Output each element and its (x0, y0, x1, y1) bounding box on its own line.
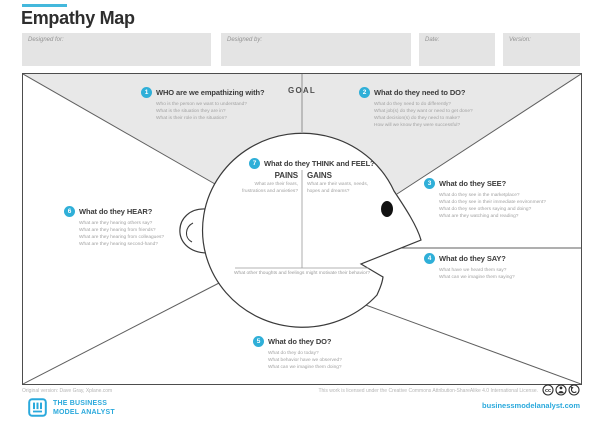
section-question: What do they see others saying and doing… (439, 207, 532, 212)
section-number-badge: 5 (253, 336, 264, 347)
section-title: WHO are we empathizing with? (156, 88, 265, 97)
section-title: What do they DO? (268, 337, 332, 346)
title-accent-bar (22, 4, 67, 7)
brand-line-1: THE BUSINESS (53, 400, 108, 407)
license-text: This work is licensed under the Creative… (318, 388, 538, 394)
section-title: What do they THINK and FEEL? (264, 159, 375, 168)
think-feel-bottom-question: What other thoughts and feelings might m… (234, 271, 370, 276)
empathy-map-canvas: GOAL 1 WHO are we empathizing with? Who … (22, 73, 582, 385)
field-version-label: Version: (509, 37, 531, 43)
section-question: What are they watching and reading? (439, 214, 519, 219)
section-number-badge: 4 (424, 253, 435, 264)
section-title: What do they HEAR? (79, 207, 153, 216)
field-date-label: Date: (425, 37, 440, 43)
field-date[interactable]: Date: (419, 33, 495, 66)
section-title: What do they SEE? (439, 179, 507, 188)
section-title: What do they need to DO? (374, 88, 466, 97)
eye-shape (381, 201, 393, 217)
section-question: What is the situation they are in? (156, 109, 226, 114)
section-question: What job(s) do they want or need to get … (374, 109, 473, 114)
pains-question: What are their fears, frustrations and a… (242, 182, 298, 194)
section-question: What can we imagine them saying? (439, 275, 515, 280)
section-do: 5 What do they DO? What do they do today… (253, 336, 342, 371)
section-see: 3 What do they SEE? What do they see in … (424, 178, 546, 220)
section-question: What is their role in the situation? (156, 116, 227, 121)
section-question: What do they see in their immediate envi… (439, 200, 546, 205)
section-question: What do they do today? (268, 351, 319, 356)
section-think-feel: 7 What do they THINK and FEEL? (249, 158, 375, 169)
field-designed-by[interactable]: Designed by: (221, 33, 411, 66)
section-question: What are they hearing second-hand? (79, 242, 158, 247)
gains-label: GAINS (307, 171, 332, 180)
field-designed-for[interactable]: Designed for: (22, 33, 211, 66)
inner-ear-line (186, 222, 194, 243)
goal-label: GOAL (288, 86, 316, 95)
section-question: How will we know they were successful? (374, 123, 461, 128)
section-question: What are they hearing from friends? (79, 228, 156, 233)
sharealike-icon (568, 384, 580, 396)
section-question: What decision(s) do they need to make? (374, 116, 460, 121)
cc-icon: cc (542, 384, 554, 396)
attribution-icon (555, 384, 567, 396)
original-version-credit: Original version: Dave Gray, Xplane.com (22, 388, 113, 394)
gains-block: GAINS What are their wants, needs, hopes… (307, 171, 379, 195)
section-title: What do they SAY? (439, 254, 506, 263)
pains-block: PAINS What are their fears, frustrations… (230, 171, 298, 195)
section-question: What do they need to do differently? (374, 102, 451, 107)
section-number-badge: 3 (424, 178, 435, 189)
brand-wordmark: THE BUSINESS MODEL ANALYST (53, 400, 115, 417)
section-question: What can we imagine them doing? (268, 365, 342, 370)
section-hear: 6 What do they HEAR? What are they heari… (64, 206, 164, 248)
section-say: 4 What do they SAY? What have we heard t… (424, 253, 515, 281)
canvas-artwork (23, 74, 581, 384)
gains-question: What are their wants, needs, hopes and d… (307, 182, 369, 194)
section-question: What do they see in the marketplace? (439, 193, 520, 198)
brand-line-2: MODEL ANALYST (53, 408, 115, 416)
section-need-to-do: 2 What do they need to DO? What do they … (359, 87, 473, 129)
section-number-badge: 6 (64, 206, 75, 217)
section-number-badge: 7 (249, 158, 260, 169)
field-version[interactable]: Version: (503, 33, 580, 66)
section-question: What are they hearing from colleagues? (79, 235, 165, 240)
section-who: 1 WHO are we empathizing with? Who is th… (141, 87, 265, 122)
ear-shape (179, 208, 207, 253)
brand-logo-icon (28, 398, 47, 417)
page-title: Empathy Map (21, 8, 135, 28)
head-illustration (201, 132, 422, 328)
section-number-badge: 2 (359, 87, 370, 98)
field-designed-by-label: Designed by: (227, 37, 263, 43)
field-designed-for-label: Designed for: (28, 37, 64, 43)
section-number-badge: 1 (141, 87, 152, 98)
section-question: What behavior have we observed? (268, 358, 342, 363)
svg-text:cc: cc (545, 388, 551, 394)
website-link[interactable]: businessmodelanalyst.com (482, 401, 580, 410)
pains-label: PAINS (274, 171, 298, 180)
section-question: Who is the person we want to understand? (156, 102, 247, 107)
creative-commons-icons[interactable]: cc (542, 384, 580, 402)
section-question: What have we heard them say? (439, 268, 507, 273)
section-question: What are they hearing others say? (79, 221, 153, 226)
